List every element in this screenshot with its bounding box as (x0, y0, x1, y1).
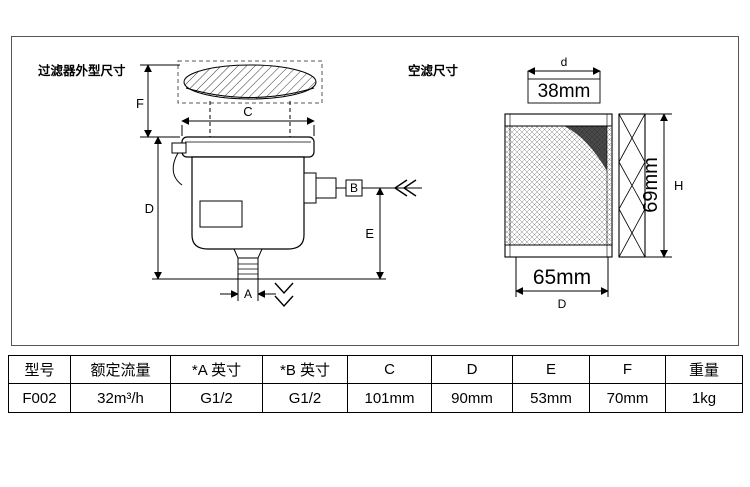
spec-table: 型号 额定流量 *A 英寸 *B 英寸 C D E F 重量 F002 32m³… (8, 355, 743, 413)
spec-header-row: 型号 额定流量 *A 英寸 *B 英寸 C D E F 重量 (8, 355, 743, 384)
dim-label-d: D (145, 201, 154, 216)
dim-value-65mm: 65mm (533, 266, 591, 289)
dim-label-h: H (674, 178, 683, 193)
filter-body (171, 136, 337, 280)
cell-f: 70mm (589, 383, 666, 413)
drawing-panel: 过滤器外型尺寸 (11, 36, 739, 346)
left-view-dimensions (140, 64, 422, 301)
air-flow-arrows (274, 179, 417, 308)
dim-label-small-d: d (561, 55, 568, 69)
dim-label-f: F (136, 96, 144, 111)
left-view-title: 过滤器外型尺寸 (38, 63, 126, 78)
top-flange (177, 60, 323, 137)
header-weight: 重量 (665, 355, 743, 384)
header-model: 型号 (8, 355, 71, 384)
filter-element (504, 113, 646, 258)
header-a-inch: *A 英寸 (170, 355, 263, 384)
dim-label-a: A (244, 287, 252, 301)
header-d: D (431, 355, 513, 384)
cell-c: 101mm (347, 383, 432, 413)
cell-weight: 1kg (665, 383, 743, 413)
header-b-inch: *B 英寸 (262, 355, 348, 384)
header-e: E (512, 355, 590, 384)
header-c: C (347, 355, 432, 384)
dim-label-c: C (243, 104, 252, 119)
right-view-title: 空滤尺寸 (408, 63, 459, 78)
header-f: F (589, 355, 666, 384)
dim-value-69mm: 69mm (640, 157, 662, 213)
cell-flow-rate: 32m³/h (70, 383, 171, 413)
dim-label-e: E (365, 226, 374, 241)
cell-b-inch: G1/2 (262, 383, 348, 413)
technical-drawing: 过滤器外型尺寸 (38, 55, 683, 311)
dim-label-b: B (350, 181, 358, 195)
dim-value-38mm: 38mm (538, 81, 591, 102)
cell-e: 53mm (512, 383, 590, 413)
right-view-dimensions (515, 67, 672, 297)
dim-label-d2: D (558, 297, 567, 311)
cell-a-inch: G1/2 (170, 383, 263, 413)
cell-d: 90mm (431, 383, 513, 413)
spec-data-row: F002 32m³/h G1/2 G1/2 101mm 90mm 53mm 70… (8, 383, 743, 413)
cell-model: F002 (8, 383, 71, 413)
header-flow-rate: 额定流量 (70, 355, 171, 384)
